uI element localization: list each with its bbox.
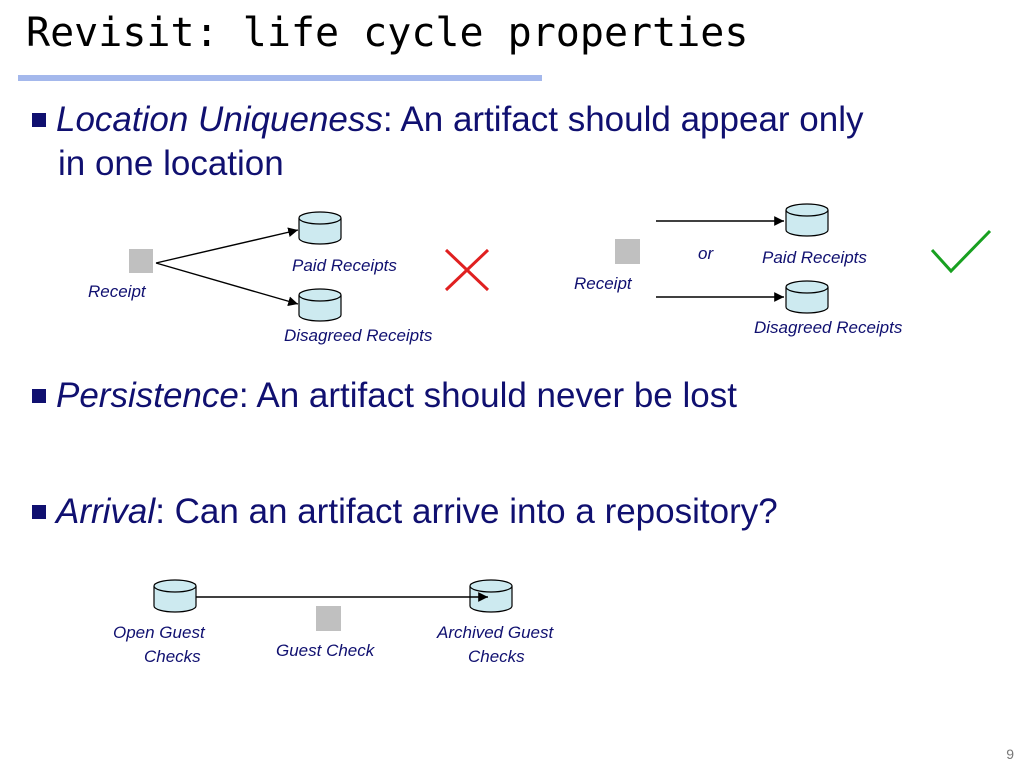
artifact-guest-check (316, 606, 341, 631)
bullet-persistence: Persistence: An artifact should never be… (32, 374, 737, 418)
repository-label: Checks (144, 647, 201, 666)
diagram-wrong: Receipt Paid Receipts Disagreed Receipts (88, 211, 490, 345)
diagram-arrival: Open Guest Checks Guest Check Archived G… (113, 579, 554, 666)
diagram-right: Receipt or Paid Receipts Disagreed Recei… (574, 203, 992, 337)
bullet-text: : An artifact should never be lost (238, 376, 737, 415)
cross-icon (444, 248, 490, 292)
repository-label: Paid Receipts (292, 256, 397, 275)
repository-label: Disagreed Receipts (284, 326, 433, 345)
bullet-location-uniqueness: Location Uniqueness: An artifact should … (32, 98, 864, 186)
or-label: or (698, 244, 714, 263)
flow-arrow (155, 227, 299, 264)
repository-paid-receipts (298, 211, 342, 245)
artifact-label: Receipt (574, 274, 633, 293)
repository-disagreed-receipts (785, 280, 829, 314)
bullet-text: : An artifact should appear only (382, 100, 864, 139)
slide-title: Revisit: life cycle properties (26, 10, 749, 56)
flow-arrow (155, 262, 299, 306)
repository-label: Open Guest (113, 623, 206, 642)
repository-open-guest-checks (153, 579, 197, 613)
repository-label: Disagreed Receipts (754, 318, 903, 337)
repository-label: Archived Guest (436, 623, 554, 642)
slide-number: 9 (1006, 746, 1014, 762)
repository-paid-receipts (785, 203, 829, 237)
bullet-arrival: Arrival: Can an artifact arrive into a r… (32, 490, 778, 534)
artifact-receipt (129, 249, 153, 273)
artifact-label: Receipt (88, 282, 147, 301)
bullet-term: Arrival (56, 492, 156, 531)
bullet-square-icon (32, 113, 46, 127)
repository-archived-guest-checks (469, 579, 513, 613)
bullet-square-icon (32, 505, 46, 519)
repository-disagreed-receipts (298, 288, 342, 322)
bullet-square-icon (32, 389, 46, 403)
bullet-term: Persistence (56, 376, 239, 415)
check-icon (930, 229, 992, 274)
bullet-text: : Can an artifact arrive into a reposito… (155, 492, 778, 531)
title-underline (18, 75, 542, 81)
bullet-term: Location Uniqueness (56, 100, 383, 139)
repository-label: Checks (468, 647, 525, 666)
bullet-text-continued: in one location (58, 144, 284, 183)
artifact-label: Guest Check (276, 641, 376, 660)
repository-label: Paid Receipts (762, 248, 867, 267)
artifact-receipt (615, 239, 640, 264)
